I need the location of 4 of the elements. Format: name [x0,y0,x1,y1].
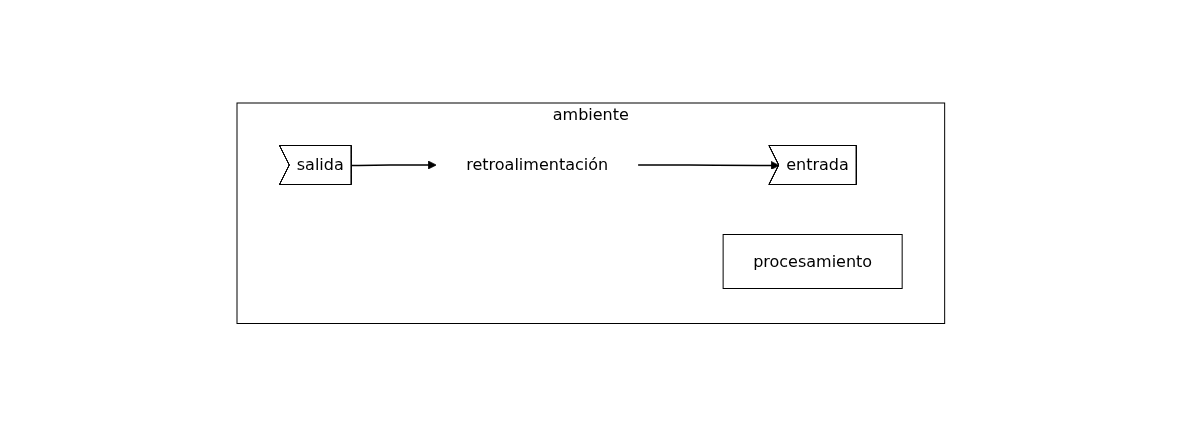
arrow [351,160,437,170]
node-text: retroalimentación [466,154,609,174]
arrow [637,160,780,170]
node-box: procesamiento [722,233,903,289]
